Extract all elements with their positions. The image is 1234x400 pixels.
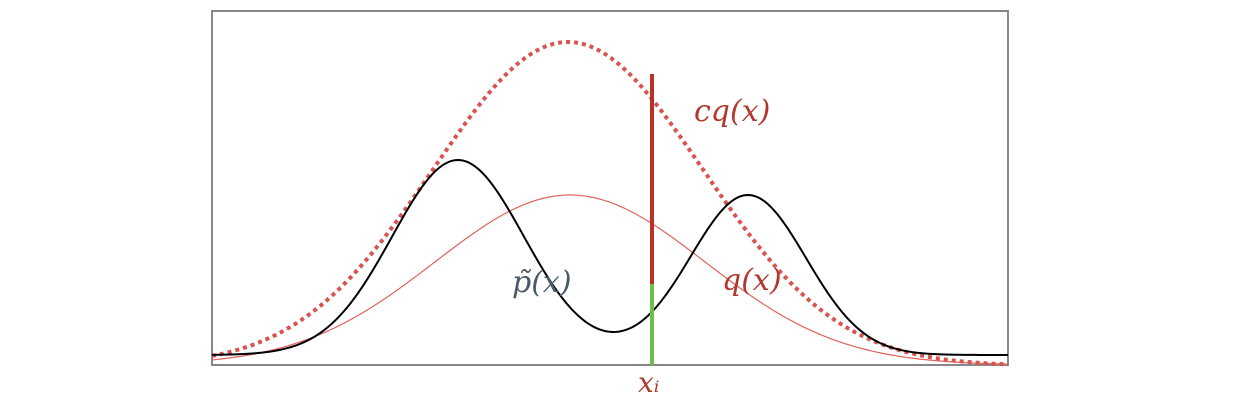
proposal-label: q(x) <box>722 263 782 298</box>
plot-frame <box>211 10 1009 366</box>
envelope-label: cq(x) <box>694 94 770 129</box>
sample-label: xᵢ <box>638 366 659 399</box>
target-curve-p-tilde <box>211 158 1008 356</box>
envelope-curve-cq <box>211 39 1009 367</box>
proposal-curve-q <box>211 194 1009 365</box>
target-label: p̃(x) <box>512 265 572 300</box>
